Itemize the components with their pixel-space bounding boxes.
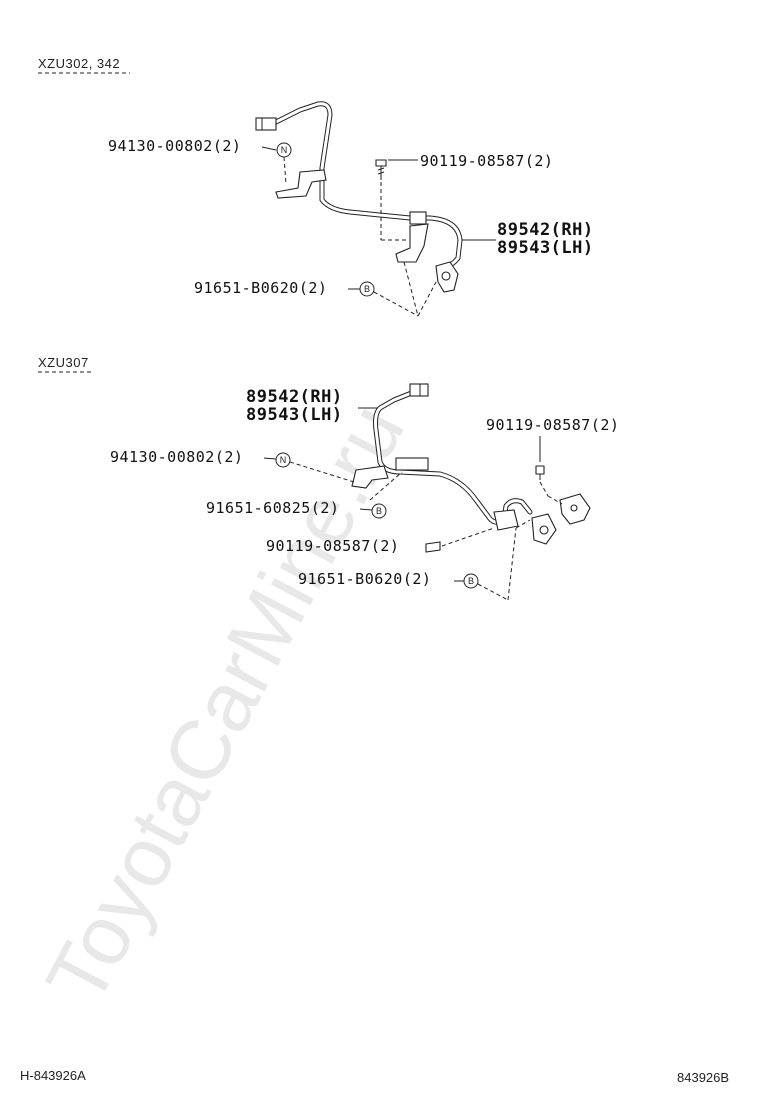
clamp-symbol: B bbox=[364, 284, 370, 294]
callout-clip-part-no[interactable]: 94130-00802(2) bbox=[110, 448, 243, 466]
speed-sensor-harness bbox=[351, 383, 591, 545]
section-xzu302-342: XZU302, 342 94130-00802(2) bbox=[38, 56, 594, 317]
section-model-label: XZU307 bbox=[38, 355, 89, 370]
upper-bracket bbox=[275, 169, 327, 199]
clip-symbol-icon bbox=[275, 452, 291, 468]
section-xzu307: XZU307 89542 bbox=[38, 355, 619, 601]
callout-bolt-upper-part-no[interactable]: 90119-08587(2) bbox=[486, 416, 619, 434]
callout-clip-part-no[interactable]: 94130-00802(2) bbox=[108, 137, 241, 155]
callout-sensor-rh[interactable]: 89542(RH) bbox=[246, 387, 343, 407]
clamp-a-symbol-icon bbox=[371, 503, 387, 519]
lower-bracket bbox=[395, 223, 429, 263]
callout-bolt-part-no[interactable]: 90119-08587(2) bbox=[420, 152, 553, 170]
clamp-a-symbol: B bbox=[376, 506, 382, 516]
clamp-b-symbol: B bbox=[468, 576, 474, 586]
harness-connector bbox=[409, 383, 429, 397]
clamp-b-symbol-icon bbox=[463, 573, 479, 589]
callout-bolt-lower-part-no[interactable]: 90119-08587(2) bbox=[266, 537, 399, 555]
bolt-icon bbox=[375, 159, 387, 180]
callout-clamp-a-part-no[interactable]: 91651-60825(2) bbox=[206, 499, 339, 517]
bolt-icon bbox=[535, 465, 545, 480]
section-model-label: XZU302, 342 bbox=[38, 56, 120, 71]
speed-sensor-harness bbox=[255, 101, 463, 293]
lower-bracket bbox=[493, 509, 519, 531]
bolt-icon bbox=[425, 541, 441, 553]
callout-sensor-rh[interactable]: 89542(RH) bbox=[497, 220, 594, 240]
figure-code-left: H-843926A bbox=[20, 1068, 86, 1083]
clip-symbol: N bbox=[280, 455, 287, 465]
figure-code-right: 843926B bbox=[677, 1070, 729, 1085]
clamp-symbol-icon bbox=[359, 281, 375, 297]
callout-sensor-lh[interactable]: 89543(LH) bbox=[497, 238, 594, 258]
harness-clip bbox=[395, 457, 429, 471]
harness-connector bbox=[255, 117, 277, 131]
harness-clip bbox=[409, 211, 427, 225]
callout-sensor-lh[interactable]: 89543(LH) bbox=[246, 405, 343, 425]
callout-clamp-part-no[interactable]: 91651-B0620(2) bbox=[194, 279, 327, 297]
clip-symbol: N bbox=[281, 145, 288, 155]
upper-bracket bbox=[351, 465, 389, 489]
callout-clamp-b-part-no[interactable]: 91651-B0620(2) bbox=[298, 570, 431, 588]
